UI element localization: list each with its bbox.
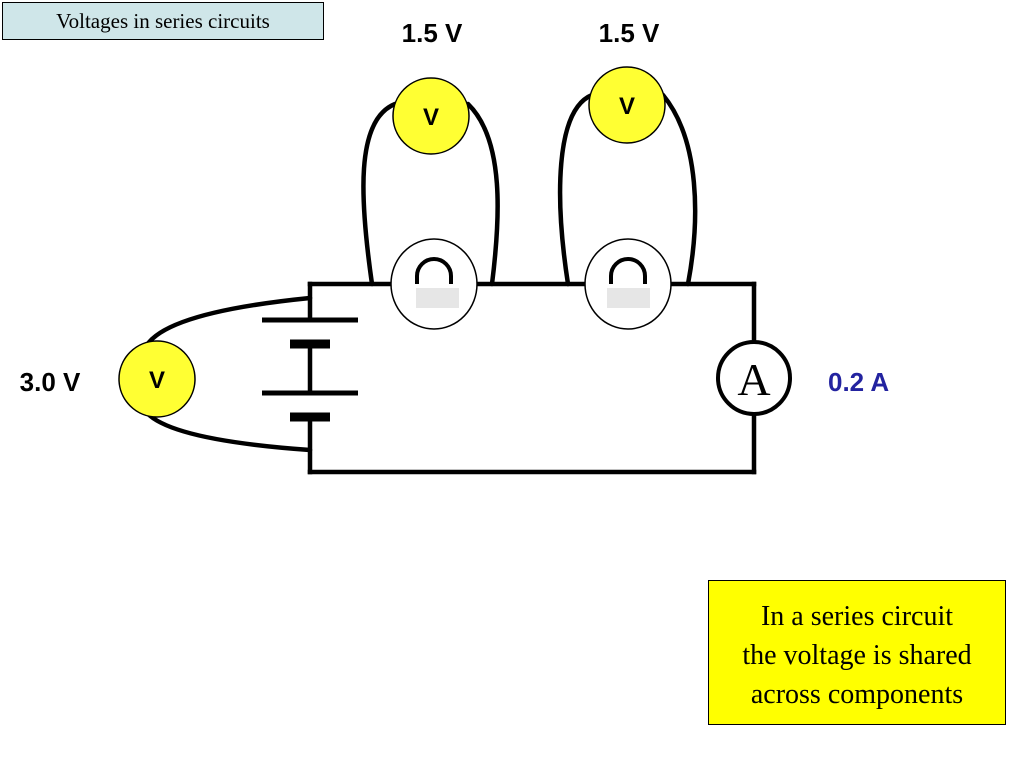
voltmeter-1-symbol: V — [423, 104, 439, 131]
note-line-1: In a series circuit — [760, 601, 954, 632]
voltmeter-2-symbol: V — [619, 93, 635, 120]
bulb-1-filament — [415, 257, 453, 284]
bulb-1-glass — [390, 238, 478, 330]
voltmeter-3-body — [118, 340, 196, 418]
bulb-2-voltage-reading: 1.5 V — [599, 18, 660, 48]
explanation-note: In a series circuit the voltage is share… — [708, 580, 1006, 725]
bulb-2-glass — [584, 238, 672, 330]
slide-title: Voltages in series circuits — [2, 2, 324, 40]
voltmeter-2-lead-left — [557, 92, 595, 287]
voltmeter-2-lead-right — [660, 92, 698, 287]
voltmeter-leads — [144, 92, 698, 453]
ammeter-body — [716, 340, 792, 416]
bulb-1-base — [416, 288, 459, 308]
voltmeter-1-body — [392, 77, 470, 155]
voltmeter-bulb-2: V — [588, 66, 666, 144]
bulb-2-base — [607, 288, 650, 308]
ammeter: A — [716, 340, 792, 416]
circuit-wires — [307, 281, 757, 475]
voltmeter-1-lead-right — [465, 101, 500, 287]
note-line-2: the voltage is shared — [742, 640, 972, 671]
bulb-1-voltage-reading: 1.5 V — [402, 18, 463, 48]
voltmeter-3-lead-bottom — [144, 410, 313, 453]
voltmeter-3-lead-top — [144, 295, 313, 348]
ammeter-symbol: A — [737, 354, 770, 405]
battery-voltage-reading: 3.0 V — [20, 367, 81, 397]
bulb-1 — [390, 238, 478, 330]
voltmeter-2-body — [588, 66, 666, 144]
voltmeter-1-lead-left — [361, 101, 398, 287]
voltmeter-battery: V — [118, 340, 196, 418]
voltmeter-3-symbol: V — [149, 367, 165, 394]
bulb-2-filament — [609, 257, 647, 284]
bulb-2 — [584, 238, 672, 330]
note-line-3: across components — [750, 679, 964, 710]
voltmeter-bulb-1: V — [392, 77, 470, 155]
current-reading: 0.2 A — [828, 367, 889, 397]
battery — [262, 317, 358, 422]
